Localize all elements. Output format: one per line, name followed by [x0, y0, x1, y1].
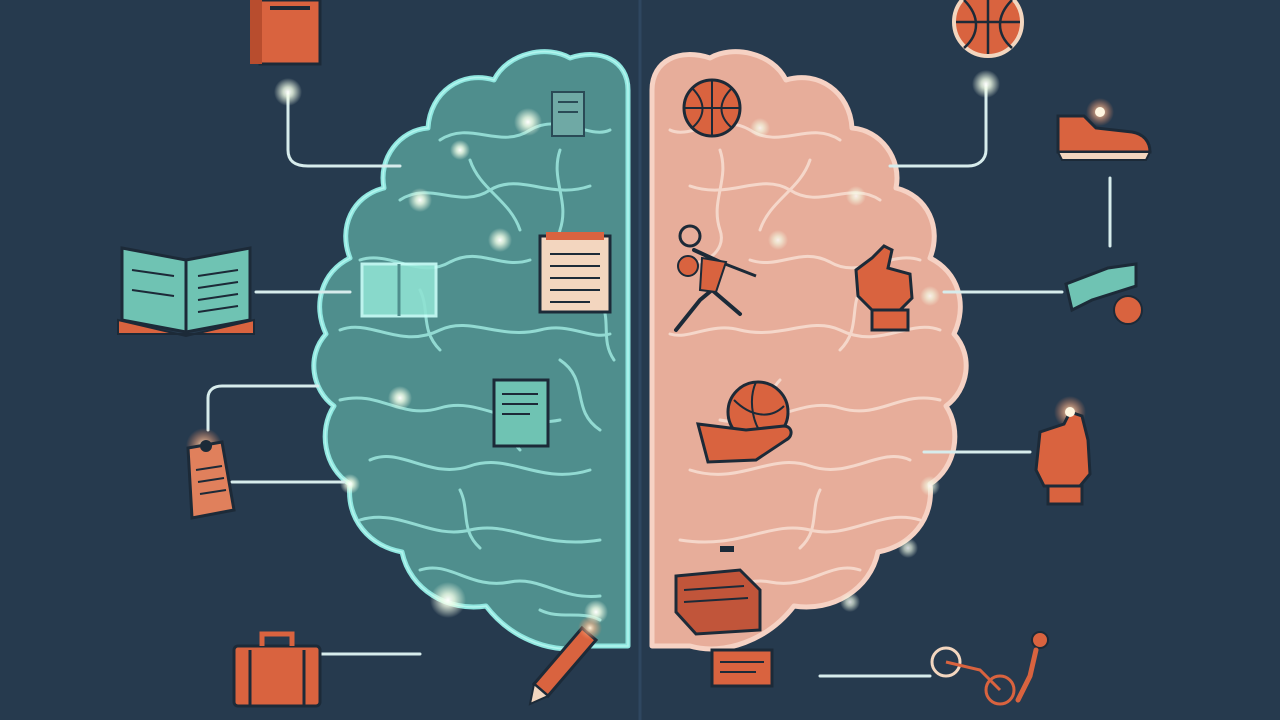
left-glow-nodes: [340, 108, 608, 624]
books-stack-icon: [674, 546, 762, 636]
cyclist-icon: [930, 631, 1049, 706]
right-glow-nodes: [750, 118, 940, 612]
notes-sheet-icon: [551, 91, 585, 137]
basketball-icon: [952, 0, 1024, 58]
tag-note-icon: [186, 440, 236, 520]
open-book-icon: [117, 246, 255, 338]
small-book-icon: [360, 262, 438, 318]
book-icon: [250, 0, 322, 66]
handshake-icon: [1064, 262, 1143, 325]
notebook-icon: [492, 378, 550, 448]
athlete-icon: [674, 224, 757, 332]
sneaker-icon: [1056, 107, 1152, 161]
document-icon: [538, 232, 612, 314]
note-card-icon: [710, 648, 774, 688]
pointing-hand-icon: [854, 244, 914, 332]
fist-icon: [1034, 407, 1092, 506]
basketball-inner-icon: [682, 78, 742, 138]
briefcase-icon: [232, 631, 322, 708]
hand-holding-ball-icon: [695, 380, 793, 464]
pencil-icon: [528, 616, 602, 706]
connector-lines: [206, 84, 1112, 678]
